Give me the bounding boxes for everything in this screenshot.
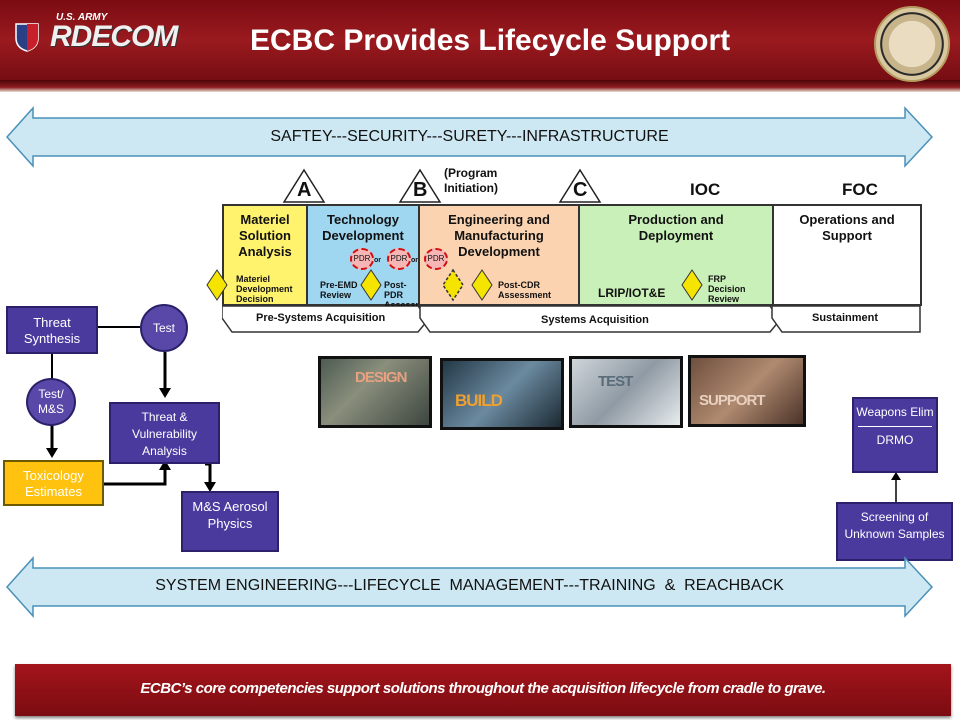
bottom-banner-text: SYSTEM ENGINEERING---LIFECYCLE MANAGEMEN… — [155, 577, 784, 594]
divider — [858, 426, 932, 427]
weapons-elim-box: Weapons Elim DRMO — [852, 397, 938, 473]
army-shield-icon — [15, 23, 39, 52]
photo-support: SUPPORT — [688, 355, 806, 427]
phase-title: Production and Deployment — [628, 212, 724, 243]
test-node: Test — [140, 304, 188, 352]
header-band — [0, 0, 960, 90]
milestone-foc: FOC — [842, 180, 878, 199]
weapons-elim-label: Weapons Elim — [856, 405, 934, 419]
phase-operations-support: Operations and Support — [772, 204, 922, 306]
double-arrow-icon — [5, 106, 934, 168]
bottom-banner: SYSTEM ENGINEERING---LIFECYCLE MANAGEMEN… — [5, 556, 934, 618]
threat-vulnerability-box: Threat & Vulnerability Analysis — [109, 402, 220, 464]
decision-diamonds — [206, 268, 703, 302]
screening-box: Screening of Unknown Samples — [836, 502, 953, 561]
acquisition-bands — [222, 306, 921, 333]
band-systems: Systems Acquisition — [541, 314, 649, 326]
milestone-ioc: IOC — [690, 180, 721, 199]
up-arrow-icon — [891, 472, 901, 502]
pdr-or: or — [374, 257, 381, 264]
photo-design: DESIGN — [318, 356, 432, 428]
phase-note: Post-CDR Assessment — [498, 280, 552, 300]
drmo-label: DRMO — [876, 433, 914, 447]
header-divider — [0, 80, 960, 92]
photo-label: SUPPORT — [699, 392, 766, 409]
pdr-or: or — [411, 257, 418, 264]
program-initiation-label: (Program Initiation) — [444, 166, 498, 195]
toxicology-box: Toxicology Estimates — [3, 460, 104, 506]
milestone-a: A — [297, 179, 312, 201]
phase-title: Technology Development — [322, 212, 404, 243]
phase-title: Operations and Support — [799, 212, 895, 243]
photo-label: BUILD — [455, 391, 503, 410]
milestone-b: B — [413, 179, 428, 201]
photo-label: TEST — [598, 373, 633, 390]
double-arrow-icon — [5, 556, 934, 618]
band-pre-systems: Pre-Systems Acquisition — [256, 312, 386, 324]
phase-note-2: Post-PDR Assessment — [384, 280, 438, 310]
top-banner-text: SAFTEY---SECURITY---SURETY---INFRASTRUCT… — [270, 128, 669, 145]
pdr-marker: PDR — [350, 248, 374, 270]
test-ms-node: Test/ M&S — [26, 378, 76, 426]
ecbc-seal-icon — [874, 6, 950, 82]
aerosol-physics-box: M&S Aerosol Physics — [181, 491, 279, 552]
logo-wordmark: RDECOM — [50, 20, 178, 53]
milestone-c: C — [573, 179, 588, 201]
phase-note: Pre-EMD Review — [320, 280, 358, 300]
top-banner: SAFTEY---SECURITY---SURETY---INFRASTRUCT… — [5, 106, 934, 168]
phase-materiel-solution: Materiel Solution Analysis Materiel Deve… — [222, 204, 308, 306]
photo-label: DESIGN — [355, 369, 408, 386]
threat-synthesis-box: Threat Synthesis — [6, 306, 98, 354]
photo-build: BUILD — [440, 358, 564, 430]
milestone-triangles — [282, 168, 602, 203]
logo-org-text: U.S. ARMY — [56, 12, 108, 23]
pdr-marker: PDR — [424, 248, 448, 270]
band-sustainment: Sustainment — [812, 312, 879, 324]
phase-note-2: FRP Decision Review — [708, 274, 746, 304]
phase-title: Materiel Solution Analysis — [238, 212, 292, 259]
pdr-marker: PDR — [387, 248, 411, 270]
footer-bar: ECBC’s core competencies support solutio… — [15, 664, 951, 716]
phase-title: Engineering and Manufacturing Developmen… — [448, 212, 550, 259]
phase-note: Materiel Development Decision — [236, 274, 293, 304]
footer-text: ECBC’s core competencies support solutio… — [140, 680, 826, 697]
phase-note: LRIP/IOT&E — [598, 286, 666, 300]
page-title: ECBC Provides Lifecycle Support — [250, 24, 731, 57]
photo-test: TEST — [569, 356, 683, 428]
phase-production-deployment: Production and Deployment LRIP/IOT&E FRP… — [578, 204, 774, 306]
